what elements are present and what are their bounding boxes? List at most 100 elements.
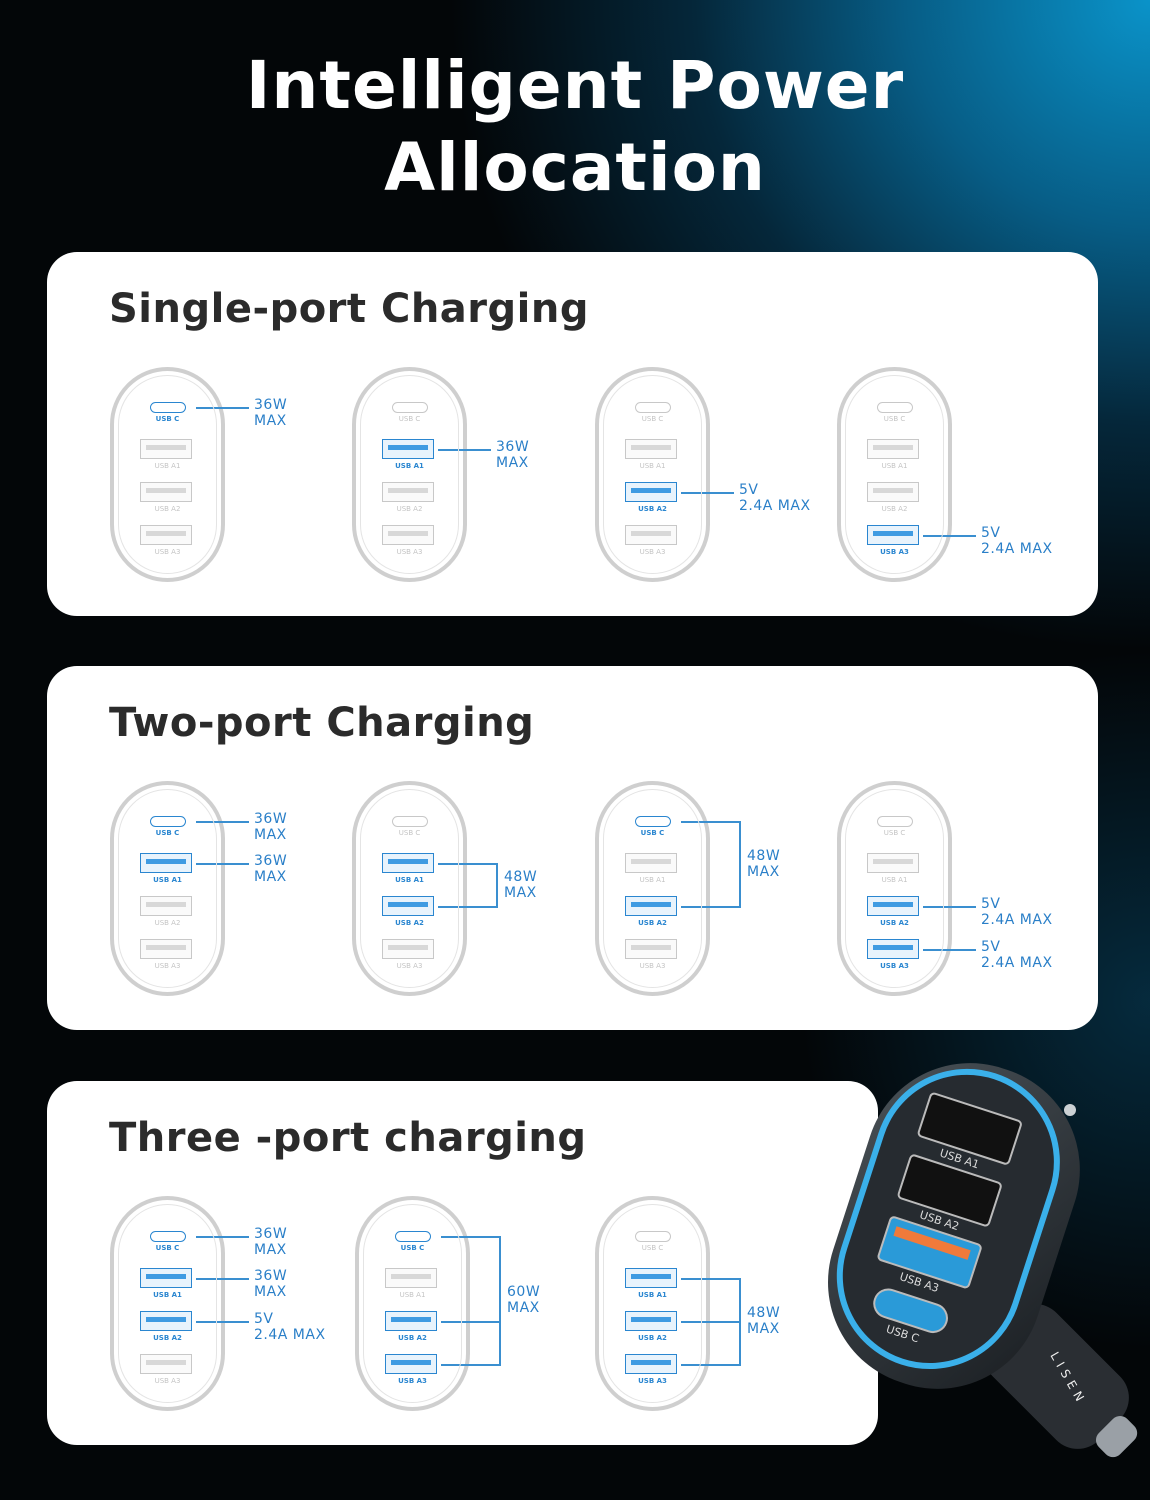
port-label: USB A3 [154,1377,181,1385]
power-label-line: 36W [496,439,530,455]
usb-a-port-icon [382,939,434,959]
connector-line [681,821,739,823]
connector-line [923,535,976,537]
port-label: USB A2 [154,505,181,513]
port-label: USB A1 [399,1291,426,1299]
power-label-line: 5V [981,939,1001,955]
usb-a-port-icon [625,439,677,459]
port-label: USB A1 [639,876,666,884]
power-label-line: 36W [254,853,288,869]
usb-c-port-icon [635,1231,671,1242]
usb-a-port-icon [625,1311,677,1331]
usb-a-port-icon [382,482,434,502]
connector-line [441,1321,499,1323]
title-line-2: Allocation [384,129,766,206]
power-label-line: 2.4A MAX [981,955,1053,971]
port-label: USB A2 [398,1334,427,1342]
usb-c-port-icon [395,1231,431,1242]
connector-line [923,906,976,908]
usb-c-port-icon [635,816,671,827]
power-label-line: 5V [981,525,1001,541]
connector-line [196,1321,249,1323]
port-label: USB A3 [396,548,423,556]
power-label-line: MAX [254,1242,287,1258]
usb-a-port-icon [140,1311,192,1331]
usb-a-port-icon [140,1268,192,1288]
power-label-line: 48W [747,847,781,864]
port-label: USB A1 [153,1291,182,1299]
usb-c-port-icon [877,816,913,827]
power-label-line: 48W [504,868,538,885]
port-label: USB C [398,829,421,837]
port-label: USB C [155,415,180,423]
power-label-line: MAX [254,827,287,843]
usb-c-port-icon [392,402,428,413]
section-title: Single-port Charging [109,286,589,332]
port-label: USB A1 [153,876,182,884]
usb-a-port-icon [385,1268,437,1288]
power-label-line: 2.4A MAX [739,498,811,514]
port-label: USB A3 [154,962,181,970]
usb-c-port-icon [392,816,428,827]
port-label: USB C [640,829,665,837]
port-label: USB A2 [153,1334,182,1342]
power-label-line: 36W [254,1268,288,1284]
usb-a-port-icon [867,482,919,502]
connector-line [196,407,249,409]
port-label: USB C [883,829,906,837]
power-label-line: 48W [747,1305,781,1321]
usb-c-port-icon [150,402,186,413]
port-label: USB A3 [880,962,909,970]
port-label: USB A2 [395,919,424,927]
title-line-1: Intelligent Power [245,47,905,124]
port-label: USB C [155,1244,180,1252]
port-label: USB C [398,415,421,423]
connector-line [441,1364,499,1366]
port-label: USB C [155,829,180,837]
connector-line [196,821,249,823]
power-label-line: 60W [507,1284,541,1300]
port-label: USB A3 [398,1377,427,1385]
port-label: USB A1 [881,462,908,470]
power-label-line: MAX [747,863,780,880]
port-label: USB A1 [154,462,181,470]
connector-line [196,863,249,865]
power-label-line: MAX [504,884,537,901]
usb-a-port-icon [625,896,677,916]
usb-a-port-icon [867,896,919,916]
usb-c-port-icon [635,402,671,413]
usb-a-port-icon [625,939,677,959]
port-label: USB A2 [881,505,908,513]
usb-a-port-icon [867,939,919,959]
port-label: USB A1 [395,876,424,884]
port-label: USB A3 [639,548,666,556]
section-title: Two-port Charging [109,700,535,746]
power-label-line: MAX [507,1300,540,1316]
connector-line [923,949,976,951]
port-label: USB A2 [154,919,181,927]
connector-line [681,492,734,494]
usb-a-port-icon [385,1311,437,1331]
car-charger-image: USB A1 USB A2 USB A3 USB C LISEN [828,1063,1138,1458]
power-label-line: MAX [254,1284,287,1300]
